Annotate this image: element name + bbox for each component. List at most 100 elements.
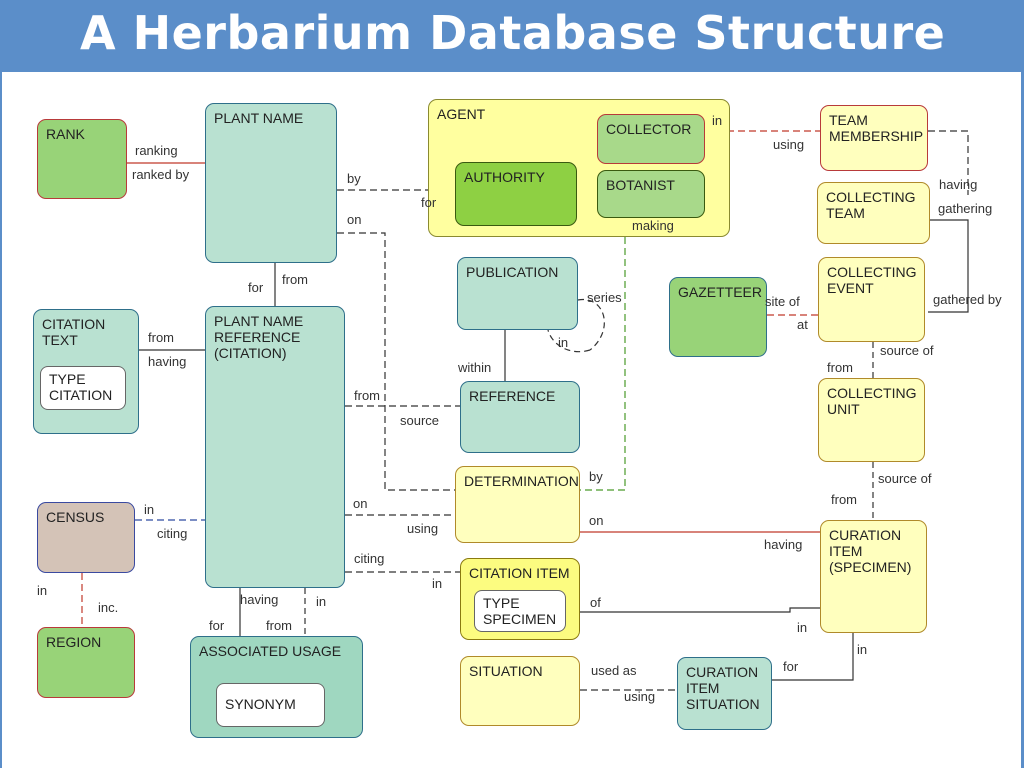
entity-label: GAZETTEER <box>678 284 763 300</box>
entity-label: RANK <box>46 126 85 142</box>
entity-label: TYPE CITATION <box>49 371 113 403</box>
rel-label: at <box>797 317 808 332</box>
rel-label: from <box>827 360 853 375</box>
entity-authority[interactable]: AUTHORITY <box>455 162 577 226</box>
entity-plant-name[interactable]: PLANT NAME <box>205 103 337 263</box>
rel-label: citing <box>157 526 188 541</box>
rel-label: making <box>632 218 674 233</box>
rel-label: ranking <box>135 143 178 158</box>
publication-series-loop <box>577 299 605 351</box>
rel-label: on <box>353 496 368 511</box>
entity-plant-name-reference[interactable]: PLANT NAME REFERENCE (CITATION) <box>205 306 345 588</box>
entity-label: COLLECTING UNIT <box>827 385 917 417</box>
rel-label: series <box>587 290 622 305</box>
page-title: A Herbarium Database Structure <box>80 6 946 60</box>
rel-label: for <box>209 618 225 633</box>
entity-label: COLLECTING TEAM <box>826 189 916 221</box>
entity-label: BOTANIST <box>606 177 675 193</box>
rel-label: from <box>282 272 308 287</box>
entity-rank[interactable]: RANK <box>37 119 127 199</box>
rel-label: citing <box>354 551 385 566</box>
rel-label: from <box>266 618 292 633</box>
rel-label: in <box>37 583 48 598</box>
entity-label: DETERMINATION <box>464 473 579 489</box>
rel-label: using <box>773 137 805 152</box>
rel-label: gathering <box>938 201 993 216</box>
rel-label: gathered by <box>933 292 1002 307</box>
team-event-line <box>928 219 969 313</box>
entity-label: CITATION ITEM <box>469 565 570 581</box>
entity-label: TEAM MEMBERSHIP <box>829 112 924 144</box>
rel-label: source of <box>878 471 932 486</box>
entity-region[interactable]: REGION <box>37 627 135 698</box>
rel-label: having <box>764 537 803 552</box>
entity-gazetteer[interactable]: GAZETTEER <box>669 277 767 357</box>
rel-label: on <box>347 212 362 227</box>
entity-label: CURATION ITEM (SPECIMEN) <box>829 527 912 575</box>
rel-label: source <box>400 413 440 428</box>
entity-label: AGENT <box>437 106 486 122</box>
plantname-determination-line <box>337 232 455 491</box>
rel-label: in <box>432 576 443 591</box>
rel-label: from <box>354 388 380 403</box>
rel-label: in <box>857 642 868 657</box>
entity-collecting-team[interactable]: COLLECTING TEAM <box>817 182 930 244</box>
entity-label: PLANT NAME <box>214 110 304 126</box>
rel-label: on <box>589 513 604 528</box>
entity-curation-item[interactable]: CURATION ITEM (SPECIMEN) <box>820 520 927 633</box>
rel-label: having <box>939 177 978 192</box>
rel-label: from <box>831 492 857 507</box>
citationitem-curation-line <box>580 607 820 613</box>
right-border <box>1021 72 1024 768</box>
entity-label: AUTHORITY <box>464 169 545 185</box>
entity-situation[interactable]: SITUATION <box>460 656 580 726</box>
entity-label: CENSUS <box>46 509 105 525</box>
rel-label: having <box>240 592 279 607</box>
rel-label: using <box>407 521 439 536</box>
rel-label: source of <box>880 343 934 358</box>
rel-label: for <box>783 659 799 674</box>
rel-label: within <box>458 360 492 375</box>
rel-label: by <box>589 469 603 484</box>
botanist-determination-line <box>580 237 626 491</box>
curation-cis-line <box>772 633 854 681</box>
rel-label: in <box>144 502 155 517</box>
rel-label: in <box>558 335 569 350</box>
entity-label: SITUATION <box>469 663 543 679</box>
entity-label: CURATION ITEM SITUATION <box>686 664 760 712</box>
entity-census[interactable]: CENSUS <box>37 502 135 573</box>
rel-label: for <box>421 195 437 210</box>
rel-label: for <box>248 280 264 295</box>
left-border <box>0 72 2 768</box>
rel-label: inc. <box>98 600 119 615</box>
rel-label: of <box>590 595 601 610</box>
rel-label: in <box>797 620 808 635</box>
rel-label: ranked by <box>132 167 190 182</box>
entity-collecting-event[interactable]: COLLECTING EVENT <box>818 257 925 342</box>
entity-determination[interactable]: DETERMINATION <box>455 466 580 543</box>
entity-type-citation[interactable]: TYPE CITATION <box>40 366 126 410</box>
entity-label: PUBLICATION <box>466 264 559 280</box>
entity-botanist[interactable]: BOTANIST <box>597 170 705 218</box>
entity-label: SYNONYM <box>225 696 296 712</box>
entity-label: TYPE SPECIMEN <box>483 595 557 627</box>
entity-label: ASSOCIATED USAGE <box>199 643 342 659</box>
rel-label: using <box>624 689 656 704</box>
entity-team-membership[interactable]: TEAM MEMBERSHIP <box>820 105 928 171</box>
entity-publication[interactable]: PUBLICATION <box>457 257 578 330</box>
membership-team-line <box>928 130 969 195</box>
rel-label: used as <box>591 663 637 678</box>
entity-label: REGION <box>46 634 102 650</box>
entity-collector[interactable]: COLLECTOR <box>597 114 705 164</box>
entity-synonym[interactable]: SYNONYM <box>216 683 325 727</box>
rel-label: site of <box>765 294 800 309</box>
entity-label: COLLECTOR <box>606 121 692 137</box>
entity-curation-item-situation[interactable]: CURATION ITEM SITUATION <box>677 657 772 730</box>
rel-label: in <box>712 113 723 128</box>
entity-label: REFERENCE <box>469 388 556 404</box>
rel-label: having <box>148 354 187 369</box>
rel-label: from <box>148 330 174 345</box>
entity-reference[interactable]: REFERENCE <box>460 381 580 453</box>
entity-type-specimen[interactable]: TYPE SPECIMEN <box>474 590 566 632</box>
entity-collecting-unit[interactable]: COLLECTING UNIT <box>818 378 925 462</box>
